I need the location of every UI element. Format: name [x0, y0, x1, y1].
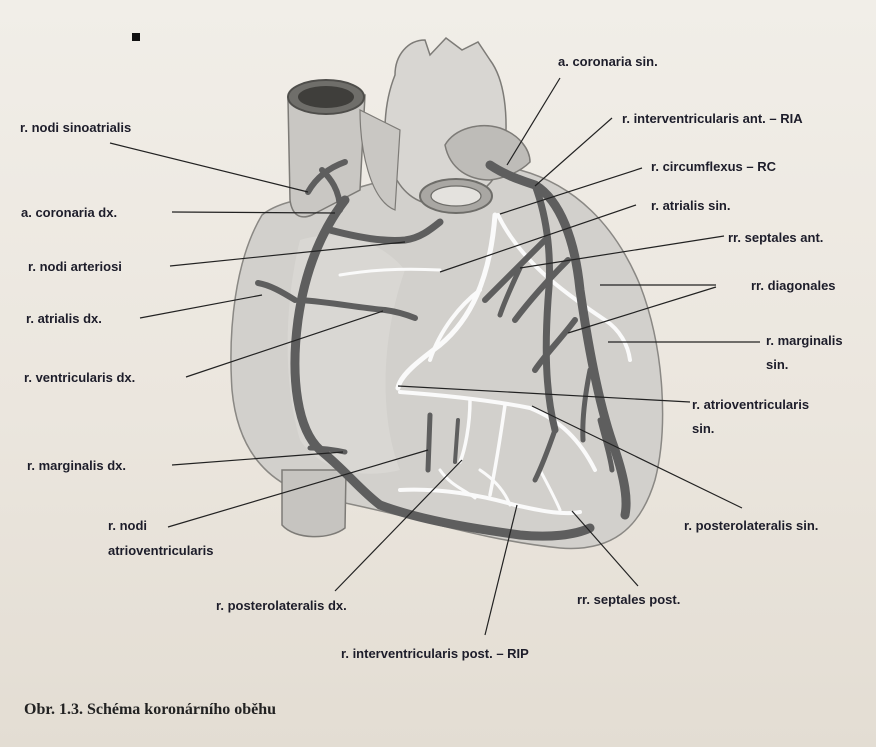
heart-illustration — [231, 38, 663, 548]
label-septales-post: rr. septales post. — [577, 592, 680, 607]
inferior-vena-cava — [282, 470, 346, 537]
label-interventricularis-ant: r. interventricularis ant. – RIA — [622, 111, 803, 126]
label-nodi-sinoatrialis: r. nodi sinoatrialis — [20, 120, 131, 135]
label-marginalis-dx: r. marginalis dx. — [27, 458, 126, 473]
label-nodi-av-line2: atrioventricularis — [108, 543, 214, 558]
label-coronaria-dx: a. coronaria dx. — [21, 205, 117, 220]
label-posterolateralis-dx: r. posterolateralis dx. — [216, 598, 347, 613]
label-marginalis-sin-line2: sin. — [766, 357, 788, 372]
label-nodi-arteriosi: r. nodi arteriosi — [28, 259, 122, 274]
label-diagonales: rr. diagonales — [751, 278, 836, 293]
label-atrialis-sin: r. atrialis sin. — [651, 198, 731, 213]
label-posterolateralis-sin: r. posterolateralis sin. — [684, 518, 818, 533]
label-ventricularis-dx: r. ventricularis dx. — [24, 370, 135, 385]
figure-caption: Obr. 1.3. Schéma koronárního oběhu — [24, 701, 276, 718]
label-marginalis-sin-line1: r. marginalis — [766, 333, 843, 348]
label-coronaria-sin: a. coronaria sin. — [558, 54, 658, 69]
label-atrioventricularis-sin-line1: r. atrioventricularis — [692, 397, 809, 412]
label-nodi-av-line1: r. nodi — [108, 518, 147, 533]
label-atrioventricularis-sin-line2: sin. — [692, 421, 714, 436]
page-marker — [132, 33, 140, 41]
label-interventricularis-post: r. interventricularis post. – RIP — [341, 646, 529, 661]
label-circumflexus: r. circumflexus – RC — [651, 159, 777, 174]
label-atrialis-dx: r. atrialis dx. — [26, 311, 102, 326]
label-septales-ant: rr. septales ant. — [728, 230, 823, 245]
